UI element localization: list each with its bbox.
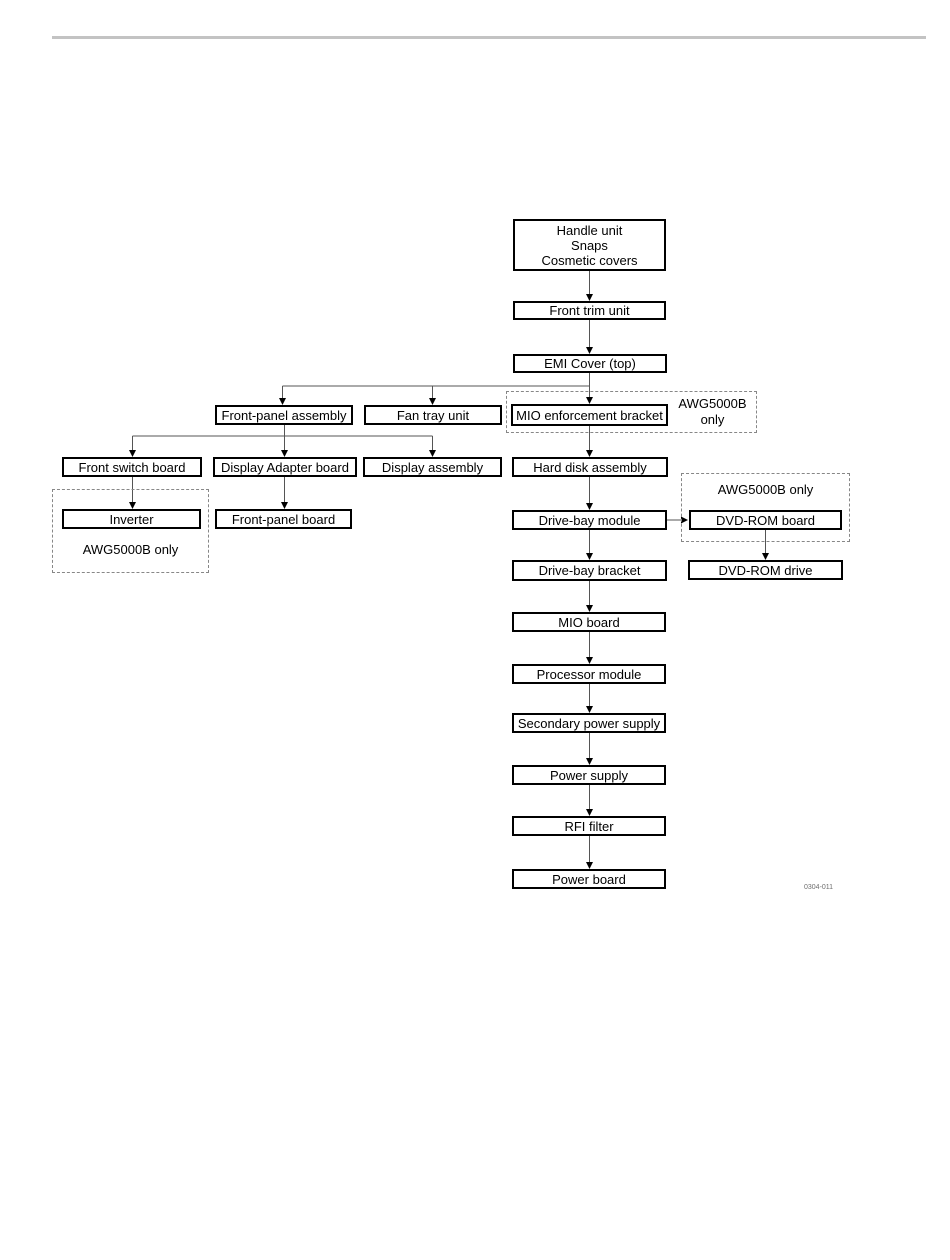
node-dvd-rom-board: DVD-ROM board xyxy=(689,510,842,530)
node-secondary-power-supply: Secondary power supply xyxy=(512,713,666,733)
node-display-assembly: Display assembly xyxy=(363,457,502,477)
dashed-region-dvd-awg5000b-only xyxy=(681,473,850,542)
node-mio-board: MIO board xyxy=(512,612,666,632)
dashed-region-mio-awg5000b-only xyxy=(506,391,757,433)
connector-frontpanel-branch-rail xyxy=(132,425,433,437)
node-rfi-filter: RFI filter xyxy=(512,816,666,836)
callout-mio-awg5000b-only: AWG5000B only xyxy=(678,396,747,427)
node-dvd-rom-drive: DVD-ROM drive xyxy=(688,560,843,580)
dashed-region-inverter-awg5000b-only xyxy=(52,489,209,573)
node-power-supply: Power supply xyxy=(512,765,666,785)
node-fan-tray-unit: Fan tray unit xyxy=(364,405,502,425)
node-display-adapter-board: Display Adapter board xyxy=(213,457,357,477)
figure-number: 0304-011 xyxy=(804,884,834,891)
node-drive-bay-bracket: Drive-bay bracket xyxy=(512,560,667,581)
node-handle-unit: Handle unit Snaps Cosmetic covers xyxy=(513,219,666,271)
node-drive-bay-module: Drive-bay module xyxy=(512,510,667,530)
connector-emi-branch-rail xyxy=(282,373,590,387)
node-processor-module: Processor module xyxy=(512,664,666,684)
node-mio-enforcement-bracket: MIO enforcement bracket xyxy=(511,404,668,426)
node-front-panel-board: Front-panel board xyxy=(215,509,352,529)
header-rule xyxy=(52,36,926,39)
node-emi-cover-top: EMI Cover (top) xyxy=(513,354,667,373)
node-hard-disk-assembly: Hard disk assembly xyxy=(512,457,668,477)
node-front-switch-board: Front switch board xyxy=(62,457,202,477)
callout-inverter-awg5000b-only: AWG5000B only xyxy=(82,542,179,557)
node-power-board: Power board xyxy=(512,869,666,889)
node-front-trim-unit: Front trim unit xyxy=(513,301,666,320)
callout-dvd-awg5000b-only: AWG5000B only xyxy=(717,482,814,497)
node-inverter: Inverter xyxy=(62,509,201,529)
node-front-panel-assembly: Front-panel assembly xyxy=(215,405,353,425)
